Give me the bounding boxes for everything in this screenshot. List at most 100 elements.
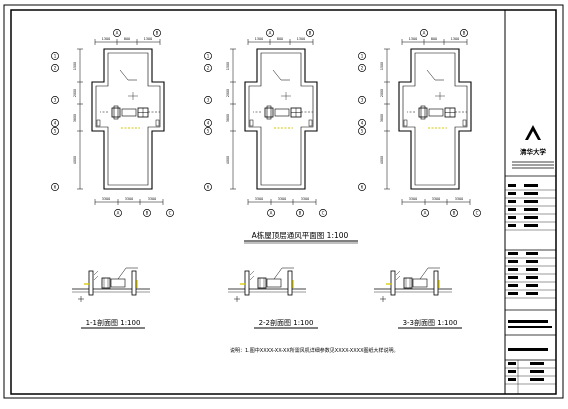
axis-label: 2 [207,66,210,71]
axis-top-1 [420,29,428,37]
tb-value-block [524,208,538,211]
vent-mark [281,92,291,100]
axis-top-1 [113,29,121,37]
wall-inner [248,52,314,186]
hatch [249,270,255,281]
section-view-2 [228,267,306,302]
fan-body [266,105,272,120]
tb-value-block [526,284,538,287]
tb-project-block [508,320,548,323]
tb-label-block [508,208,516,211]
dim-value: 3300 [102,197,110,201]
axis-label: 1 [54,54,57,59]
axis-left [204,127,212,135]
axis-bottom-3 [473,209,481,217]
axis-label: 4 [207,121,210,126]
axis-label: 2 [361,66,364,71]
axis-left [204,119,212,127]
section-views [72,267,462,329]
small-symbol [249,119,254,127]
tb-value-block [526,292,538,295]
axis-bottom-3 [166,209,174,217]
axis-label: A [117,211,120,216]
axis-left [51,127,59,135]
dim-value: 3300 [301,197,309,201]
dim-value: 2000 [73,89,77,97]
axis-left [358,119,366,127]
dim-value: 3300 [432,197,440,201]
axis-label: 5 [361,129,364,134]
wall-left [390,270,396,296]
axis-bottom-1 [421,209,429,217]
axis-left [51,183,59,191]
tb-label-block [508,216,516,219]
dim-value: 3300 [148,197,156,201]
title-block-frame [504,9,557,395]
tb-value-block [530,370,544,373]
plan-title: A栋屋顶层通风平面图 1:100 [252,230,349,240]
tb-label-block [508,276,518,279]
dim-value: 3300 [455,197,463,201]
tb-label-block [508,370,516,373]
axis-label: B [309,31,312,36]
tb-value-block [524,200,538,203]
fan-box-left [264,107,274,118]
duct [412,278,428,288]
logo-text: 清华大学 [520,147,547,156]
tb-label-block [508,362,516,365]
tb-value-block [526,276,538,279]
small-symbol [462,119,467,127]
dim-value: 1300 [409,37,417,41]
axis-label: 4 [361,121,364,126]
axis-label: A [424,211,427,216]
axis-label: 6 [361,185,364,190]
small-symbol [155,119,160,127]
dim-value: 1300 [102,37,110,41]
small-symbol [308,119,313,127]
wall-inner [402,52,468,186]
leader-line [272,69,282,81]
tb-value-block [526,268,538,271]
tb-project-block [508,326,552,328]
tb-value-block [524,224,538,227]
axis-label: B [146,211,149,216]
axis-label: 3 [54,98,57,103]
dim-value: 2000 [226,89,230,97]
leader-line [117,267,138,280]
duct-segment [274,108,290,117]
wall-inner [95,52,161,186]
axis-top-1 [266,29,274,37]
duct-segment [121,108,137,117]
axis-label: 6 [207,185,210,190]
axis-label: 1 [361,54,364,59]
leader-line [273,267,294,280]
tb-value-block [526,260,538,263]
wall-right [433,270,439,296]
axis-left [51,64,59,72]
dim-value: 800 [124,37,130,41]
axis-label: 1 [207,54,210,59]
dim-value: 3800 [73,114,77,122]
section-view-1 [72,267,150,302]
axis-label: 3 [361,98,364,103]
wall-left [244,270,250,296]
fan-unit [101,277,111,289]
axis-left [358,64,366,72]
axis-top-2 [153,29,161,37]
dim-value: 3800 [226,114,230,122]
dim-value: 3300 [125,197,133,201]
axis-left [204,183,212,191]
dim-value: 3300 [255,197,263,201]
tb-label-block [508,292,518,295]
tb-label-block [508,192,516,195]
axis-top-2 [306,29,314,37]
axis-label: B [299,211,302,216]
fan-unit [257,277,267,289]
fan-box-left [418,107,428,118]
dim-value: 1300 [451,37,459,41]
axis-label: A [116,31,119,36]
axis-left [358,127,366,135]
